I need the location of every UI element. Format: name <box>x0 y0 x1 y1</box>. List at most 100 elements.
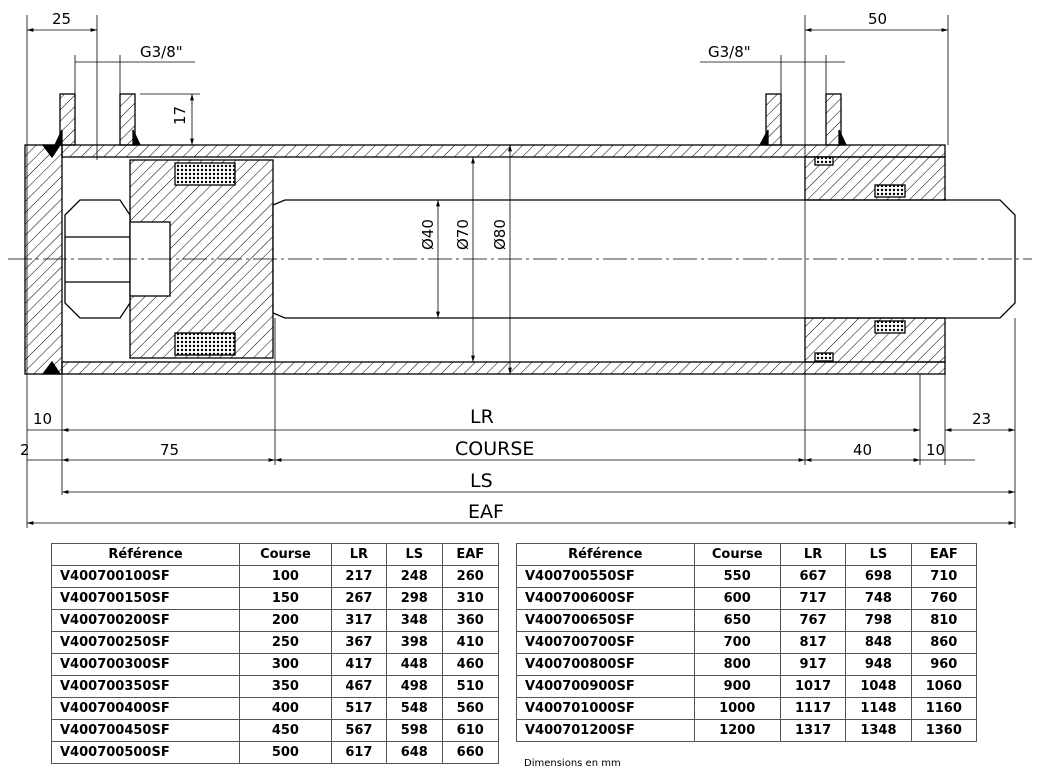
cell-course: 650 <box>693 609 781 632</box>
cell-reference: V400700500SF <box>50 741 241 764</box>
cell-course: 600 <box>693 587 781 610</box>
cell-reference: V400701000SF <box>516 697 695 720</box>
cell-ls: 1348 <box>845 719 912 742</box>
cell-ls: 448 <box>386 653 443 676</box>
cell-ls: 798 <box>845 609 912 632</box>
cell-course: 1000 <box>693 697 781 720</box>
cell-lr: 717 <box>779 587 847 610</box>
cell-ls: 848 <box>845 631 912 654</box>
cell-course: 400 <box>239 697 332 720</box>
cell-reference: V400700250SF <box>50 631 241 654</box>
cell-course: 1200 <box>693 719 781 742</box>
dim-10-right: 10 <box>926 441 945 459</box>
cell-lr: 217 <box>330 565 388 588</box>
dim-eaf: EAF <box>468 501 504 523</box>
cylinder-drawing: 25 G3/8" 17 G3/8" 50 Ø40 Ø70 Ø80 10 2 75… <box>8 10 1032 528</box>
cell-lr: 417 <box>330 653 388 676</box>
cell-reference: V400700800SF <box>516 653 695 676</box>
dim-lr: LR <box>470 406 494 428</box>
cell-ls: 348 <box>386 609 443 632</box>
dim-17: 17 <box>171 106 189 125</box>
cell-eaf: 1060 <box>910 675 978 698</box>
cell-lr: 917 <box>779 653 847 676</box>
cell-course: 500 <box>239 741 332 764</box>
cell-ls: 948 <box>845 653 912 676</box>
cell-course: 350 <box>239 675 332 698</box>
cell-reference: V400700150SF <box>50 587 241 610</box>
table-header-row: Référence Course LR LS EAF <box>50 543 499 566</box>
cell-reference: V400700700SF <box>516 631 695 654</box>
port-label-right: G3/8" <box>708 43 751 61</box>
cell-eaf: 260 <box>441 565 499 588</box>
table-header-row: Référence Course LR LS EAF <box>516 543 978 566</box>
cell-eaf: 460 <box>441 653 499 676</box>
port-right <box>758 93 848 146</box>
cell-reference: V400701200SF <box>516 719 695 742</box>
dim-25: 25 <box>52 10 71 28</box>
cell-eaf: 1360 <box>910 719 978 742</box>
header-lr: LR <box>779 543 847 566</box>
header-ls: LS <box>386 543 443 566</box>
cell-reference: V400700600SF <box>516 587 695 610</box>
cell-eaf: 860 <box>910 631 978 654</box>
cell-course: 200 <box>239 609 332 632</box>
cell-ls: 698 <box>845 565 912 588</box>
header-lr: LR <box>330 543 388 566</box>
cell-eaf: 960 <box>910 653 978 676</box>
cell-ls: 1048 <box>845 675 912 698</box>
cell-lr: 317 <box>330 609 388 632</box>
cell-reference: V400700650SF <box>516 609 695 632</box>
dim-dia70: Ø70 <box>454 219 472 250</box>
header-ls: LS <box>845 543 912 566</box>
dim-course: COURSE <box>455 438 534 460</box>
cell-ls: 548 <box>386 697 443 720</box>
cell-ls: 498 <box>386 675 443 698</box>
dim-23: 23 <box>972 410 991 428</box>
header-eaf: EAF <box>910 543 978 566</box>
cell-ls: 248 <box>386 565 443 588</box>
header-reference: Référence <box>50 543 241 566</box>
cell-lr: 767 <box>779 609 847 632</box>
cell-lr: 1117 <box>779 697 847 720</box>
dim-dia40: Ø40 <box>419 219 437 250</box>
cell-ls: 748 <box>845 587 912 610</box>
cell-eaf: 610 <box>441 719 499 742</box>
cell-lr: 667 <box>779 565 847 588</box>
dim-ls: LS <box>470 470 493 492</box>
header-course: Course <box>239 543 332 566</box>
cell-ls: 648 <box>386 741 443 764</box>
cell-reference: V400700100SF <box>50 565 241 588</box>
units-note: Dimensions en mm <box>524 758 621 769</box>
cell-course: 700 <box>693 631 781 654</box>
header-reference: Référence <box>516 543 695 566</box>
cell-course: 450 <box>239 719 332 742</box>
cell-reference: V400700450SF <box>50 719 241 742</box>
cell-lr: 567 <box>330 719 388 742</box>
cell-reference: V400700300SF <box>50 653 241 676</box>
cell-lr: 367 <box>330 631 388 654</box>
cell-reference: V400700550SF <box>516 565 695 588</box>
cell-course: 250 <box>239 631 332 654</box>
cell-reference: V400700200SF <box>50 609 241 632</box>
cell-eaf: 1160 <box>910 697 978 720</box>
header-eaf: EAF <box>441 543 499 566</box>
dim-dia80: Ø80 <box>491 219 509 250</box>
cell-lr: 467 <box>330 675 388 698</box>
cell-reference: V400700400SF <box>50 697 241 720</box>
dim-2: 2 <box>20 441 30 459</box>
